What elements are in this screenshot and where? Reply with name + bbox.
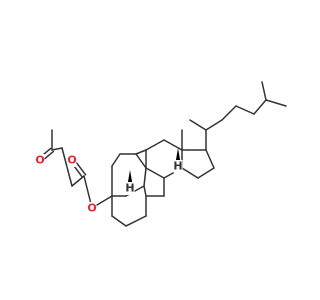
bond-c10-c11 xyxy=(143,167,147,187)
bond-me10-c9 xyxy=(135,149,147,155)
stereo-wedge-c13 xyxy=(175,148,181,164)
bond-d1-d2 xyxy=(197,167,215,179)
bond-c9-c10 xyxy=(135,153,147,169)
bond-sc1-sc3 xyxy=(205,119,223,131)
bond-s3c-s3d xyxy=(163,139,183,151)
bond-d2-d3 xyxy=(205,149,215,169)
atom-o-carbonyl: O xyxy=(67,154,77,167)
bond-s3b-d1 xyxy=(181,167,199,179)
bond-sc6-sc8 xyxy=(261,81,267,101)
bond-r2b-c10 xyxy=(145,167,165,179)
atom-label-o-ketone: O xyxy=(35,154,44,167)
atom-label-o-carbonyl: O xyxy=(67,154,76,167)
atom-label-h-c10: H xyxy=(125,182,134,195)
bond-c2k-c3 xyxy=(51,147,63,151)
bond-sc4-sc5 xyxy=(235,105,255,115)
bond-sc5-sc6 xyxy=(253,99,267,115)
bond-sc1-sc2 xyxy=(189,119,207,131)
bond-f-g1 xyxy=(111,215,127,227)
bond-c3-c4 xyxy=(61,147,73,187)
atom-h-c10: H xyxy=(125,182,135,195)
bond-sc3-sc4 xyxy=(221,105,237,121)
bond-e-f xyxy=(125,215,147,227)
bond-c11-d xyxy=(143,185,147,197)
bond-s3d-s3e xyxy=(145,139,165,151)
atom-o-ester: O xyxy=(87,202,97,215)
bond-sc6-sc7 xyxy=(265,99,287,107)
atom-label-o-ester: O xyxy=(87,202,96,215)
atom-label-layer: O O O H H xyxy=(35,154,183,215)
structure-drawing: O O O H H xyxy=(35,81,287,227)
bond-c7-c8 xyxy=(111,153,121,167)
molecule-canvas: O O O H H xyxy=(35,81,287,227)
stereo-wedge-c10 xyxy=(127,170,133,186)
stereo-layer xyxy=(127,148,181,186)
atom-label-h-c13: H xyxy=(173,160,182,173)
atom-h-c13: H xyxy=(173,160,183,173)
atom-o-ketone: O xyxy=(35,154,45,167)
